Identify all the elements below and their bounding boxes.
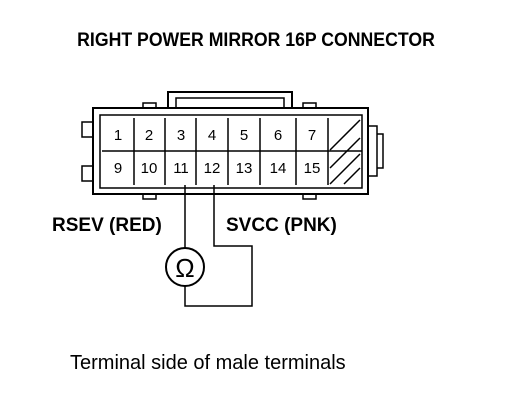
terminal-13: 13	[236, 160, 253, 177]
test-wires	[184, 185, 253, 307]
terminal-2: 2	[145, 127, 153, 144]
connector-housing	[81, 91, 384, 200]
terminal-row-2: 9 10 11 12 13 14 15	[114, 160, 321, 177]
terminal-row-1: 1 2 3 4 5 6 7	[114, 127, 316, 144]
terminal-15: 15	[304, 160, 321, 177]
terminal-1: 1	[114, 127, 122, 144]
wire-terminal-12	[184, 185, 253, 307]
terminal-11: 11	[173, 160, 189, 177]
diagram-title: RIGHT POWER MIRROR 16P CONNECTOR	[77, 30, 435, 51]
terminal-3: 3	[177, 127, 185, 144]
terminal-10: 10	[141, 160, 158, 177]
terminal-12: 12	[204, 160, 221, 177]
unused-cavity-hatch	[329, 119, 361, 185]
diagram-caption: Terminal side of male terminals	[70, 352, 346, 374]
ohm-icon: Ω	[175, 253, 194, 283]
terminal-5: 5	[240, 127, 248, 144]
ohmmeter-circle	[165, 247, 205, 287]
terminal-14: 14	[270, 160, 287, 177]
terminal-6: 6	[274, 127, 282, 144]
wire-label-rsev: RSEV (RED)	[52, 215, 162, 236]
terminal-4: 4	[208, 127, 216, 144]
ohmmeter: Ω	[165, 247, 205, 287]
terminal-9: 9	[114, 160, 122, 177]
wire-label-svcc: SVCC (PNK)	[226, 215, 337, 236]
terminal-grid	[102, 118, 362, 185]
terminal-7: 7	[308, 127, 316, 144]
